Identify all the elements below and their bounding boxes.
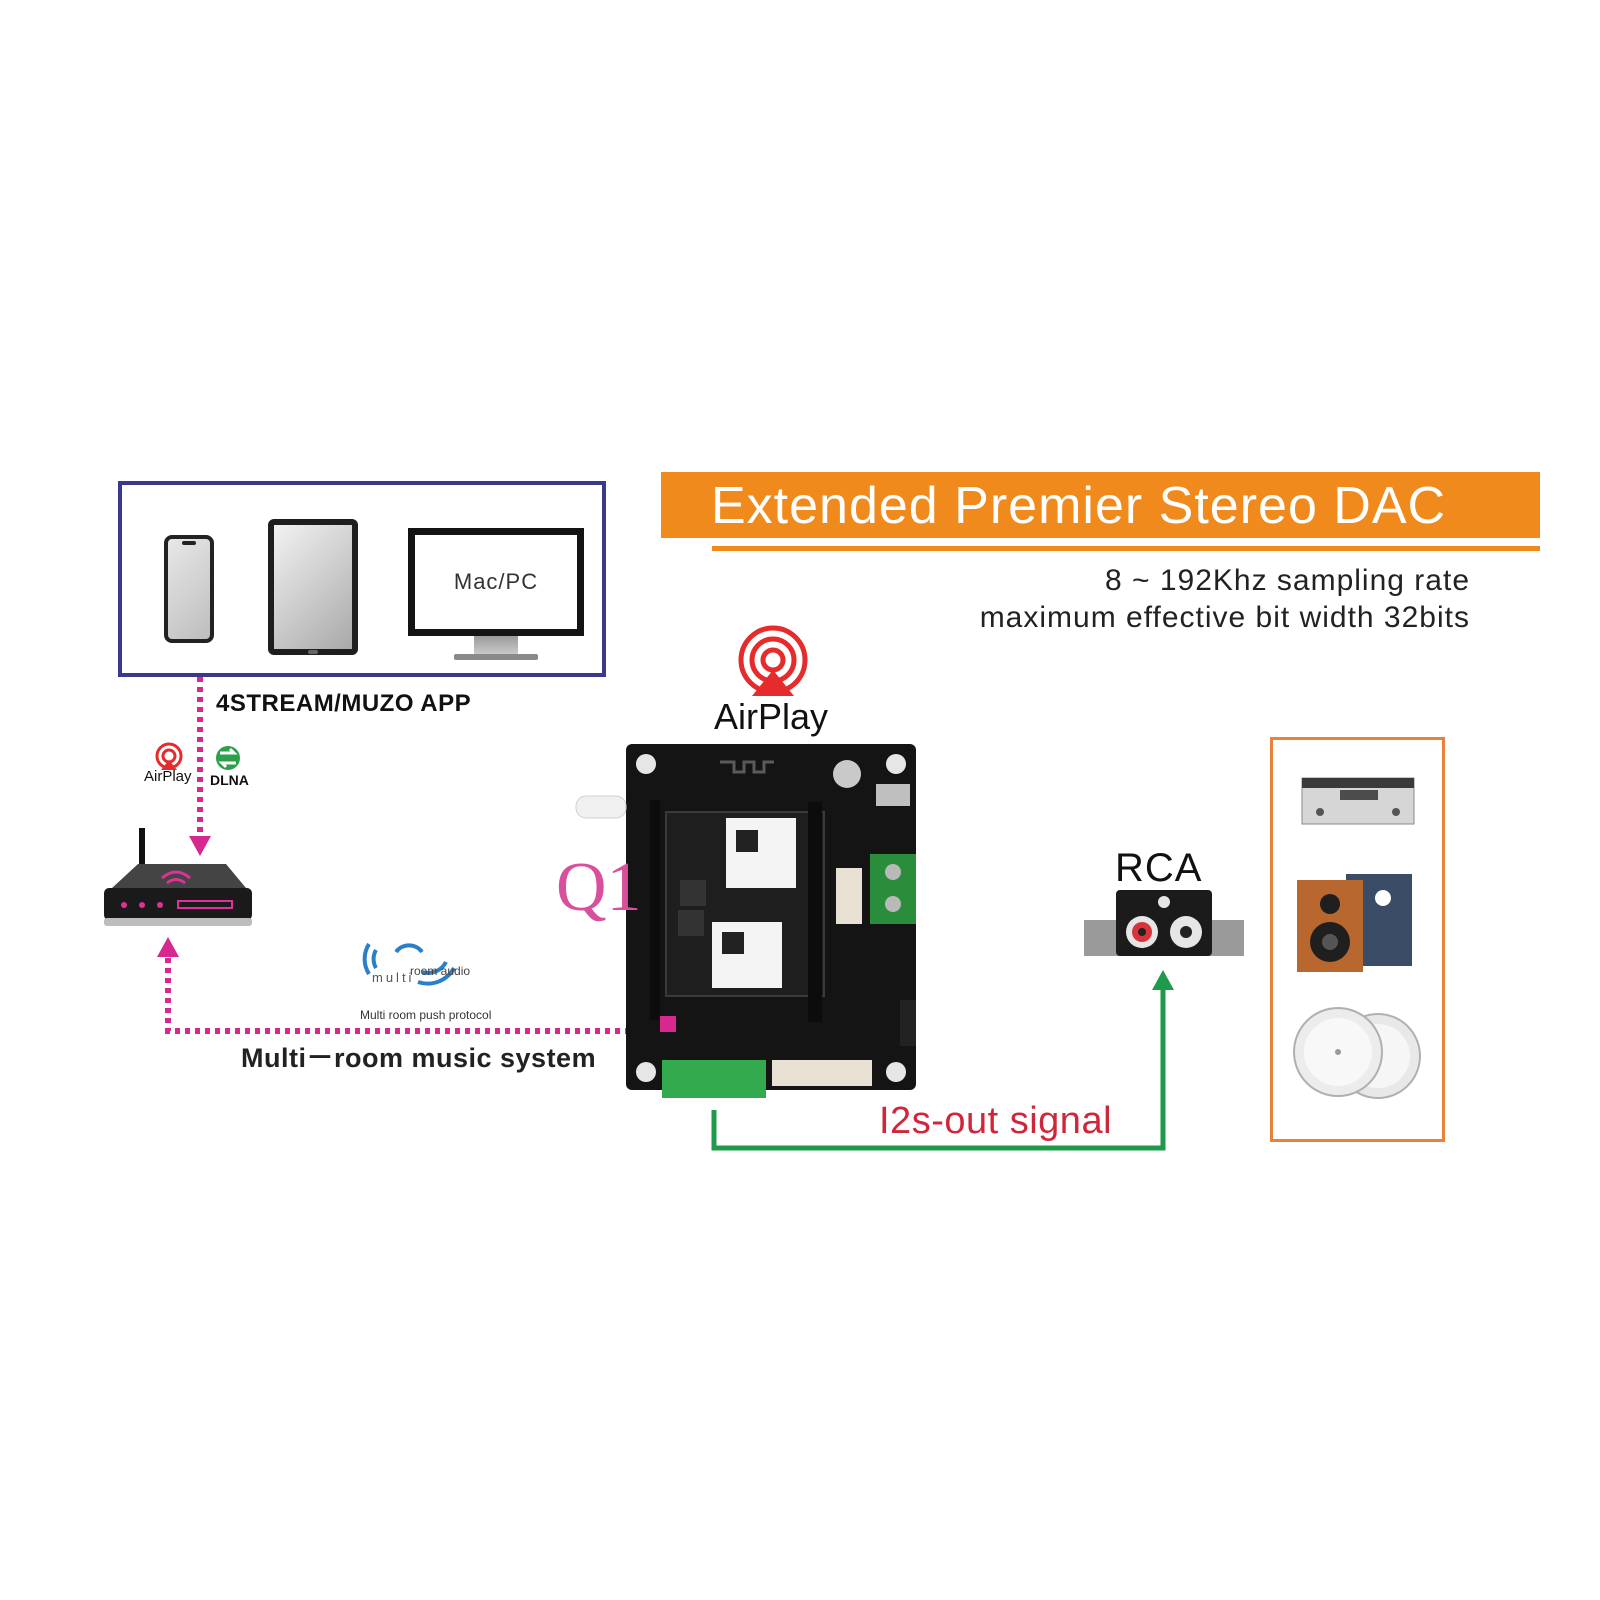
ceiling-speakers-icon [1293,1007,1421,1099]
rca-label: RCA [1115,846,1203,890]
dac-board [575,744,916,1098]
i2s-signal-label: I2s-out signal [879,1100,1113,1142]
banner-title: Extended Premier Stereo DAC [711,477,1447,535]
airplay-logo-large [738,625,808,696]
multiroom-system-label: Multi－room music system [241,1043,597,1073]
app-to-router-arrowhead [189,836,211,856]
av-receiver-icon [1301,777,1415,825]
multiroom-protocol-label: Multi room push protocol [360,1008,492,1022]
bookshelf-speakers-icon [1297,874,1412,972]
multiroom-logo-word: multi [372,970,415,985]
board-to-router-link [165,955,660,1034]
monitor-stand [474,636,518,656]
tablet-icon [268,519,358,655]
smartphone-icon [164,535,214,643]
multiroom-audio-logo [362,942,456,986]
spec-sampling-rate: 8 ~ 192Khz sampling rate [1104,564,1470,597]
airplay-label-large: AirPlay [714,696,829,737]
spec-bit-width: maximum effective bit width 32bits [979,601,1470,634]
board-to-router-arrowhead [157,937,179,957]
rca-connector [1084,890,1244,956]
i2s-link [711,988,1166,1151]
monitor-foot [454,654,538,660]
i2s-arrowhead [1152,970,1174,990]
multiroom-logo-sub: room audio [410,964,471,978]
airplay-logo-small [155,742,183,770]
client-devices-box: Mac/PC [118,481,606,677]
airplay-label-small: AirPlay [144,768,192,785]
router-icon [104,828,252,926]
dlna-icon [216,746,240,770]
audio-equipment-box [1270,737,1445,1142]
board-label: Q1 [556,849,642,926]
banner-underline [712,546,1540,551]
app-label: 4STREAM/MUZO APP [216,690,472,717]
monitor-icon: Mac/PC [408,528,584,636]
monitor-label: Mac/PC [453,569,539,594]
dlna-label: DLNA [210,772,249,788]
title-banner: Extended Premier Stereo DAC [661,472,1540,538]
